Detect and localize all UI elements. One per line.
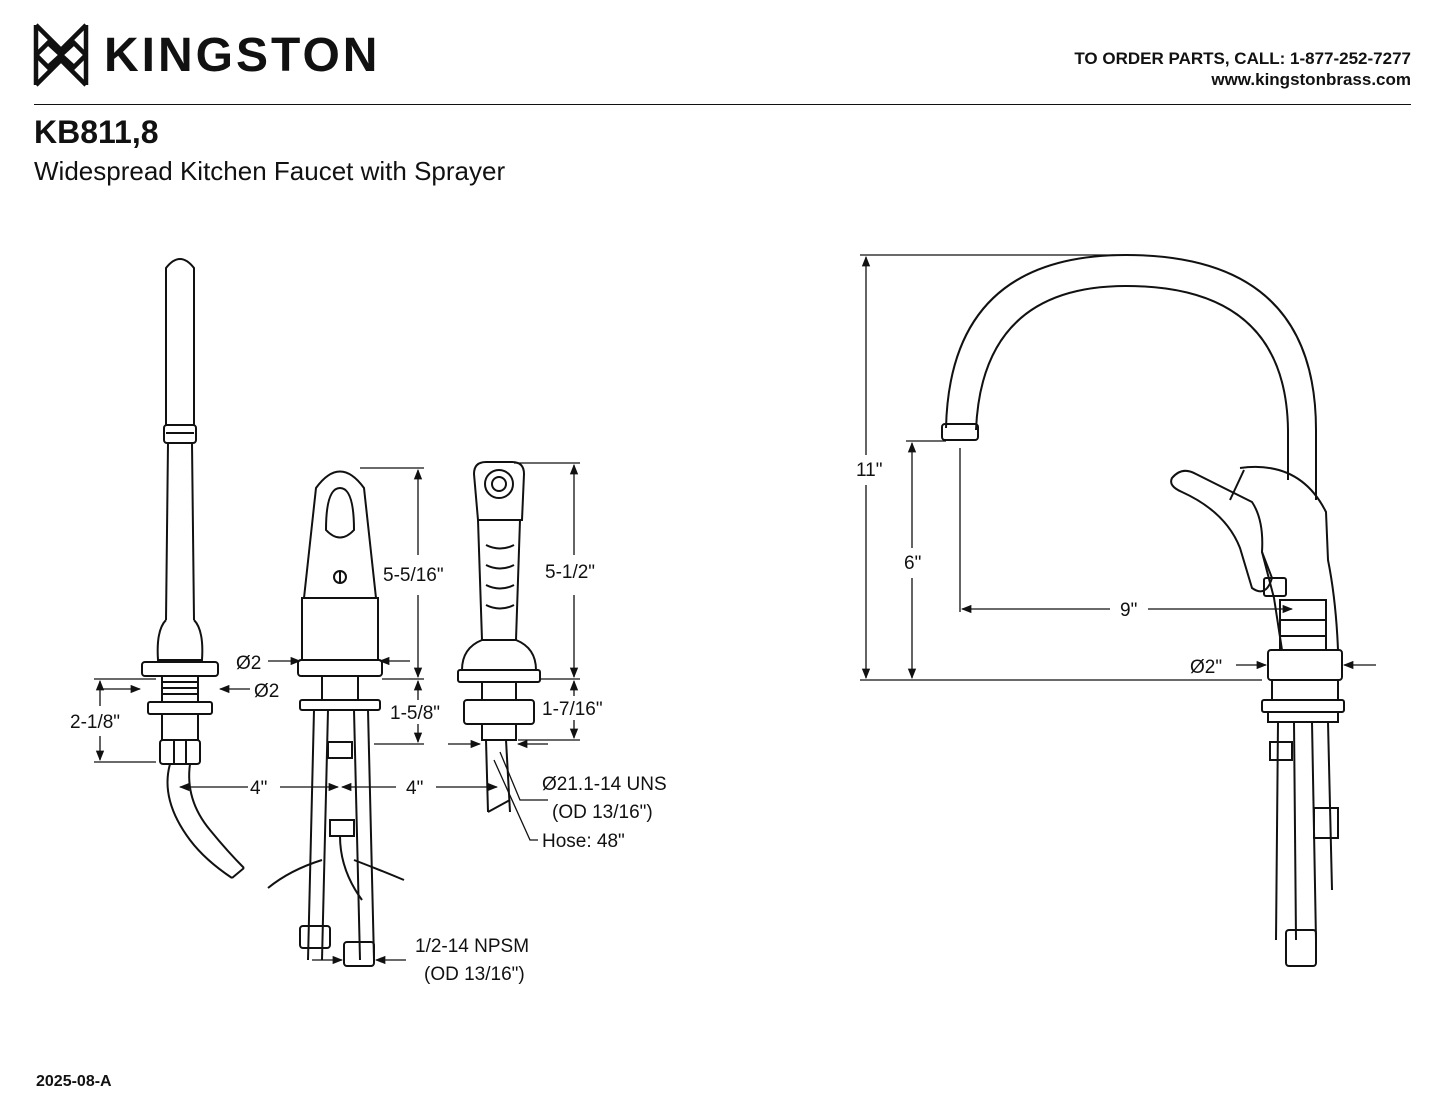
spacing-left-label: 4" <box>250 778 267 799</box>
website-link[interactable]: www.kingstonbrass.com <box>1211 70 1411 89</box>
model-number: KB811,8 <box>34 114 159 150</box>
handle-diameter-label: Ø2 <box>254 681 279 702</box>
sprayer-thread-label: Ø21.1-14 UNS <box>542 774 667 795</box>
kingston-logo: KINGSTON <box>32 22 380 88</box>
revision-code: 2025-08-A <box>36 1073 112 1090</box>
faucet-side-view-drawing <box>941 253 1345 967</box>
contact-info: TO ORDER PARTS, CALL: 1-877-252-7277 www… <box>1074 48 1411 90</box>
header-divider <box>34 104 1411 105</box>
handle-valve-drawing <box>141 258 245 879</box>
sprayer-height-label: 5-1/2" <box>545 562 595 583</box>
brand-name: KINGSTON <box>104 28 381 82</box>
supply-thread-label: 1/2-14 NPSM <box>415 936 529 957</box>
sprayer-shank-height-label: 1-7/16" <box>542 699 603 720</box>
body-diameter-label: Ø2" <box>1190 657 1222 678</box>
spout-reach-label: 9" <box>1120 600 1137 621</box>
spacing-right-label: 4" <box>406 778 423 799</box>
spout-outlet-height-label: 6" <box>904 553 921 574</box>
kingston-mark-icon <box>33 23 89 87</box>
spout-shank-height-label: 1-5/8" <box>390 703 440 724</box>
handle-shank-height-label: 2-1/8" <box>70 712 120 733</box>
hose-length-label: Hose: 48" <box>542 831 625 852</box>
spout-base-drawing <box>267 470 405 967</box>
sprayer-thread-od-label: (OD 13/16") <box>552 802 653 823</box>
spout-base-diameter-label: Ø2 <box>236 653 261 674</box>
side-sprayer-drawing <box>457 461 541 813</box>
order-parts-phone: TO ORDER PARTS, CALL: 1-877-252-7277 <box>1074 49 1411 68</box>
product-description: Widespread Kitchen Faucet with Sprayer <box>34 156 506 186</box>
supply-thread-od-label: (OD 13/16") <box>424 964 525 985</box>
spout-base-height-label: 5-5/16" <box>383 565 444 586</box>
overall-height-label: 11" <box>856 460 882 481</box>
